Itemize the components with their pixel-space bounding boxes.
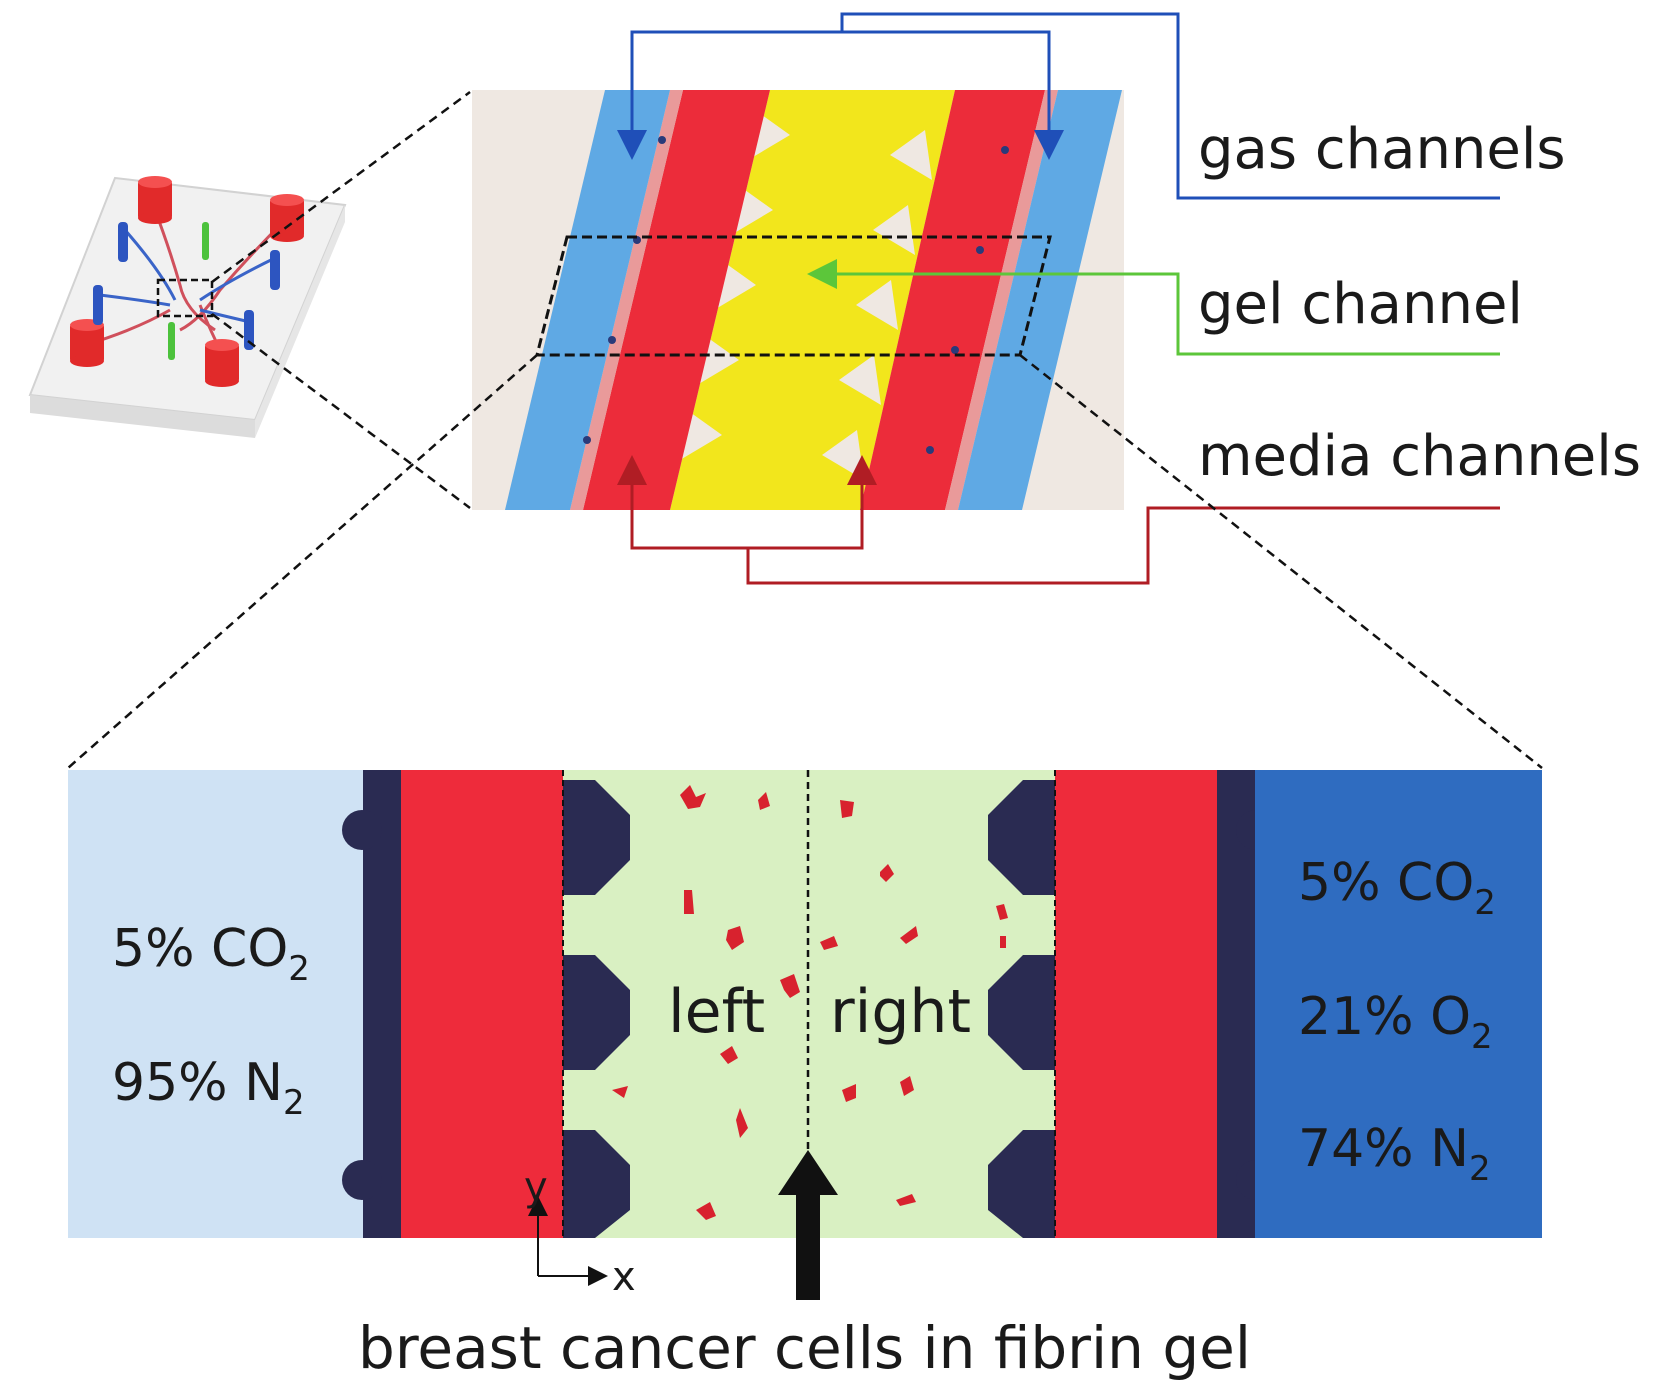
gel-channel-connector	[807, 259, 1500, 356]
left-co2-label: 5% CO2	[112, 919, 310, 989]
right-n2-label: 74% N2	[1298, 1119, 1491, 1189]
label-media-channels: media channels	[1198, 424, 1641, 489]
left-n2-label: 95% N2	[112, 1053, 305, 1123]
label-right: right	[830, 977, 971, 1047]
zoom-lines-bottom	[67, 354, 1543, 769]
media-channels-connector	[617, 455, 1500, 585]
axis-y-label: y	[524, 1164, 548, 1210]
label-left: left	[668, 977, 765, 1047]
cell-icon	[612, 785, 1008, 1220]
axis-x-label: x	[612, 1254, 636, 1300]
device-chip-icon	[28, 176, 347, 438]
channel-photo	[472, 90, 1124, 510]
right-o2-label: 21% O2	[1298, 987, 1493, 1057]
label-gel-channel: gel channel	[1198, 272, 1523, 337]
label-gas-channels: gas channels	[1198, 117, 1566, 182]
axes-icon	[528, 1196, 608, 1286]
zoom-lines-top	[211, 90, 471, 509]
arrow-up-icon	[778, 1150, 838, 1300]
schematic: left right 5% CO2 95% N2 5% CO2 21% O2 7…	[68, 770, 1542, 1238]
right-co2-label: 5% CO2	[1298, 853, 1496, 923]
gas-channels-connector	[617, 12, 1500, 200]
bottom-caption: breast cancer cells in fibrin gel	[358, 1314, 1251, 1382]
